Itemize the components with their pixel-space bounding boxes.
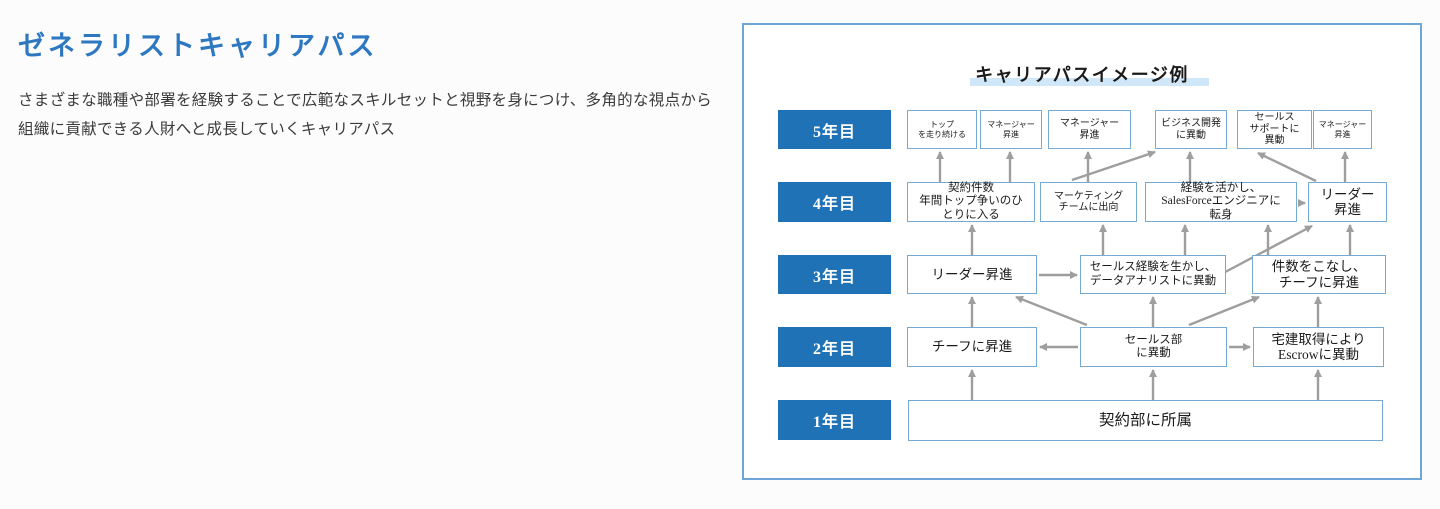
page-title: ゼネラリストキャリアパス [18,31,378,61]
flow-node-mgr-promo-3: マネージャー 昇進 [1313,110,1372,149]
flow-node-sales-support: セールス サポートに 異動 [1237,110,1312,149]
year-label-1: 1年目 [778,400,891,440]
flow-node-chief-promo-2: 件数をこなし、 チーフに昇進 [1252,255,1386,294]
arrow-marketing-to-bizdev [1071,150,1156,182]
flow-node-chief-promo: チーフに昇進 [907,327,1037,367]
flow-node-salesforce: 経験を活かし、 SalesForceエンジニアに 転身 [1145,182,1297,222]
year-label-3: 3年目 [778,255,891,294]
diagram-title-wrap: キャリアパスイメージ例 [744,25,1420,95]
flow-node-mgr-promo-1: マネージャー 昇進 [980,110,1042,149]
intro-section: ゼネラリストキャリアパス さまざまな職種や部署を経験することで広範なスキルセット… [18,24,718,144]
year-label-2: 2年目 [778,327,891,367]
arrow-leader-promo-2-to-sales-support [1257,151,1317,183]
flow-node-marketing: マーケティング チームに出向 [1040,182,1137,222]
flow-node-leader-promo: リーダー昇進 [907,255,1037,294]
page-description: さまざまな職種や部署を経験することで広範なスキルセットと視野を身につけ、多角的な… [18,92,712,138]
flow-arrows-layer [936,150,1354,400]
flow-node-bizdev: ビジネス開発 に異動 [1155,110,1227,149]
flow-node-sales-dept: セールス部 に異動 [1080,327,1227,367]
flow-node-escrow: 宅建取得により Escrowに異動 [1253,327,1384,367]
arrow-data-analyst-to-leader-promo-2 [1211,224,1313,281]
arrow-sales-dept-to-chief-promo-2 [1188,295,1260,327]
arrow-sales-dept-to-leader-promo [1015,295,1088,327]
year-label-5: 5年目 [778,110,891,149]
flow-node-data-analyst: セールス経験を生かし、 データアナリストに異動 [1080,255,1226,294]
diagram-title: キャリアパスイメージ例 [975,65,1189,85]
flow-node-top-contracts: 契約件数 年間トップ争いのひ とりに入る [907,182,1035,222]
flow-node-top-keep: トップ を走り続ける [907,110,977,149]
flow-node-leader-promo-2: リーダー 昇進 [1308,182,1387,222]
title-highlight-bar [970,78,1209,86]
flow-node-mgr-promo-2: マネージャー 昇進 [1048,110,1131,149]
year-label-4: 4年目 [778,182,891,222]
flow-node-contract-dept: 契約部に所属 [908,400,1383,441]
